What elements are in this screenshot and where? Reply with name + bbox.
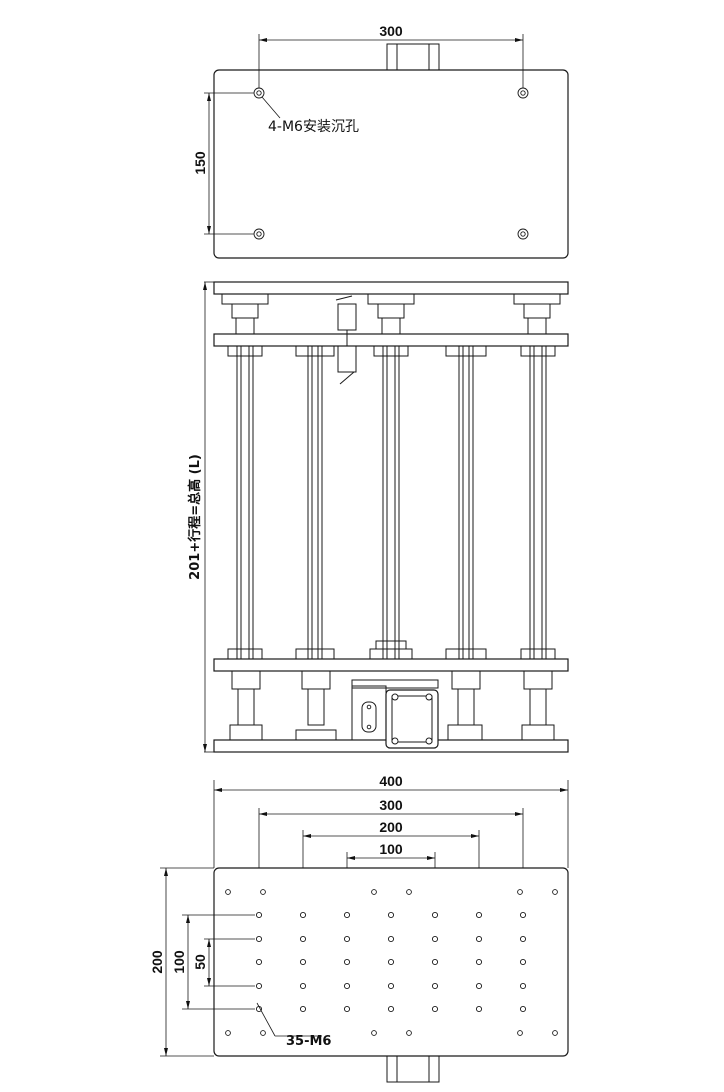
m6-hole bbox=[299, 982, 307, 990]
m6-hole bbox=[343, 958, 351, 966]
m6-hole bbox=[431, 1005, 439, 1013]
m6-hole bbox=[475, 982, 483, 990]
dim-300-bottom-label: 300 bbox=[379, 797, 403, 813]
m6-hole bbox=[517, 1030, 523, 1036]
m6-hole bbox=[299, 1005, 307, 1013]
lead-screw-center bbox=[382, 345, 400, 660]
dim-50-vertical-label: 50 bbox=[192, 954, 208, 970]
m6-hole bbox=[260, 889, 266, 895]
m6-hole bbox=[552, 889, 558, 895]
m6-hole bbox=[517, 889, 523, 895]
side-upper-plate bbox=[213, 333, 569, 347]
mounting-hole bbox=[253, 87, 265, 99]
dim-200-vertical-label: 200 bbox=[149, 950, 165, 974]
m6-hole bbox=[260, 1030, 266, 1036]
side-view: 201+行程=总高 (L) bbox=[187, 281, 569, 753]
m6-hole bbox=[387, 1005, 395, 1013]
m6-hole bbox=[406, 889, 412, 895]
m6-hole bbox=[343, 1005, 351, 1013]
upper-bearing-right bbox=[513, 293, 561, 335]
top-view: 300 150 4-M6安装沉孔 bbox=[192, 23, 569, 259]
dim-300-top bbox=[258, 34, 524, 88]
top-plate bbox=[213, 69, 569, 259]
limit-switch bbox=[335, 295, 357, 385]
m6-hole bbox=[519, 935, 527, 943]
m6-hole bbox=[299, 935, 307, 943]
m6-hole bbox=[431, 958, 439, 966]
dim-100-label: 100 bbox=[379, 841, 403, 857]
upper-collars bbox=[227, 345, 556, 357]
mounting-hole bbox=[253, 228, 265, 240]
dim-200-label: 200 bbox=[379, 819, 403, 835]
top-connector-tab bbox=[386, 43, 440, 71]
m6-hole bbox=[225, 1030, 231, 1036]
m6-hole bbox=[519, 1005, 527, 1013]
m6-hole bbox=[519, 911, 527, 919]
m6-hole bbox=[299, 958, 307, 966]
dim-150 bbox=[204, 92, 254, 235]
m6-hole bbox=[387, 911, 395, 919]
m6-hole bbox=[519, 958, 527, 966]
upper-bearing-center bbox=[367, 293, 415, 335]
m6-hole bbox=[255, 958, 263, 966]
m6-hole bbox=[387, 958, 395, 966]
m6-hole bbox=[371, 889, 377, 895]
m6-hole bbox=[343, 935, 351, 943]
hole-grid bbox=[225, 889, 558, 1036]
m6-hole bbox=[475, 911, 483, 919]
guide-rod-mid-left bbox=[307, 345, 323, 660]
lower-bearing-left bbox=[229, 670, 263, 741]
bottom-connector-tab bbox=[386, 1055, 440, 1083]
m6-hole bbox=[475, 1005, 483, 1013]
m6-hole bbox=[431, 982, 439, 990]
m6-hole bbox=[225, 889, 231, 895]
junction-box bbox=[385, 689, 439, 749]
guide-rod-mid-right bbox=[458, 345, 474, 660]
m6-hole bbox=[255, 911, 263, 919]
m6-hole bbox=[475, 935, 483, 943]
m6-hole bbox=[299, 911, 307, 919]
mounting-hole bbox=[517, 228, 529, 240]
total-height-note: 201+行程=总高 (L) bbox=[187, 454, 203, 580]
hole-count-note: 35-M6 bbox=[286, 1034, 331, 1049]
dim-300-label: 300 bbox=[379, 23, 403, 39]
upper-bearing-left bbox=[221, 293, 269, 335]
lower-bearing-mid-right bbox=[447, 670, 483, 741]
m6-hole bbox=[343, 911, 351, 919]
side-lower-plate bbox=[213, 658, 569, 672]
mount-hole-note: 4-M6安装沉孔 bbox=[268, 119, 359, 135]
m6-hole bbox=[519, 982, 527, 990]
bottom-view: 400 300 200 100 200 bbox=[149, 773, 569, 1083]
m6-hole bbox=[387, 935, 395, 943]
dim-150-label: 150 bbox=[192, 151, 208, 175]
m6-hole bbox=[387, 982, 395, 990]
dim-400-label: 400 bbox=[379, 773, 403, 789]
guide-rod-right bbox=[529, 345, 547, 660]
m6-hole bbox=[475, 958, 483, 966]
m6-hole bbox=[552, 1030, 558, 1036]
mounting-hole bbox=[517, 87, 529, 99]
lower-collars bbox=[227, 640, 556, 660]
m6-hole bbox=[255, 935, 263, 943]
m6-hole bbox=[431, 935, 439, 943]
m6-hole bbox=[371, 1030, 377, 1036]
dim-100-vertical-label: 100 bbox=[171, 950, 187, 974]
lower-bearing-right bbox=[521, 670, 555, 741]
m6-hole bbox=[255, 982, 263, 990]
m6-hole bbox=[406, 1030, 412, 1036]
m6-hole bbox=[431, 911, 439, 919]
m6-hole bbox=[343, 982, 351, 990]
guide-rod-left bbox=[236, 345, 254, 660]
side-top-plate bbox=[213, 281, 569, 295]
lower-bearing-mid-left bbox=[295, 670, 337, 741]
